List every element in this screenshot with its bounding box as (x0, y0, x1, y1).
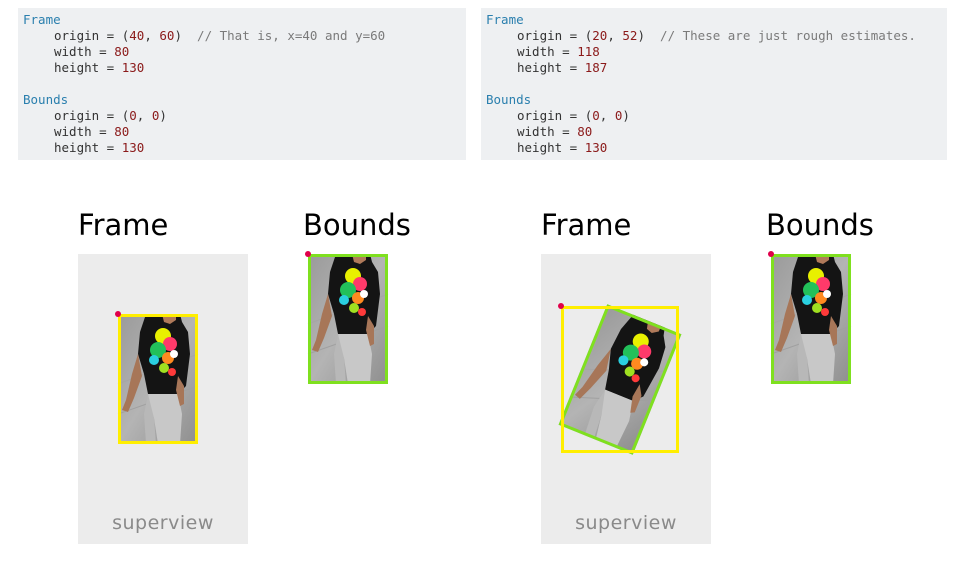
origin-marker-icon (768, 251, 774, 257)
frame-keyword: Frame (486, 12, 524, 27)
superview-label: superview (112, 512, 214, 534)
right-frame-title: Frame (541, 208, 632, 242)
bounds-outline (771, 254, 851, 384)
left-bounds-title: Bounds (303, 208, 411, 242)
frame-keyword: Frame (23, 12, 61, 27)
frame-width-line: width = 80 (54, 44, 130, 59)
superview-label: superview (575, 512, 677, 534)
bounds-origin-line: origin = (0, 0) (517, 108, 630, 123)
frame-origin-line: origin = (20, 52) // These are just roug… (517, 28, 916, 43)
right-frame-photo (558, 303, 682, 456)
origin-marker-icon (558, 303, 564, 309)
bounds-width-line: width = 80 (54, 124, 130, 139)
frame-outline (561, 306, 679, 453)
frame-origin-comment: // These are just rough estimates. (660, 28, 916, 43)
bounds-width-line: width = 80 (517, 124, 593, 139)
left-frame-photo (117, 313, 199, 445)
bounds-height-line: height = 130 (54, 140, 145, 155)
frame-height-line: height = 130 (54, 60, 145, 75)
frame-width-line: width = 118 (517, 44, 600, 59)
bounds-outline (558, 304, 682, 455)
frame-outline (118, 314, 198, 444)
bounds-keyword: Bounds (23, 92, 69, 107)
frame-origin-line: origin = (40, 60) // That is, x=40 and y… (54, 28, 386, 43)
bounds-keyword: Bounds (486, 92, 532, 107)
origin-marker-icon (115, 311, 121, 317)
bounds-origin-line: origin = (0, 0) (54, 108, 167, 123)
bounds-height-line: height = 130 (517, 140, 608, 155)
left-bounds-photo (307, 253, 389, 385)
frame-origin-comment: // That is, x=40 and y=60 (197, 28, 386, 43)
code-block-rotated: Frame origin = (20, 52) // These are jus… (481, 8, 947, 160)
bounds-outline (308, 254, 388, 384)
code-block-unrotated: Frame origin = (40, 60) // That is, x=40… (18, 8, 466, 160)
left-frame-title: Frame (78, 208, 169, 242)
origin-marker-icon (305, 251, 311, 257)
right-bounds-photo (770, 253, 852, 385)
frame-height-line: height = 187 (517, 60, 608, 75)
right-bounds-title: Bounds (766, 208, 874, 242)
